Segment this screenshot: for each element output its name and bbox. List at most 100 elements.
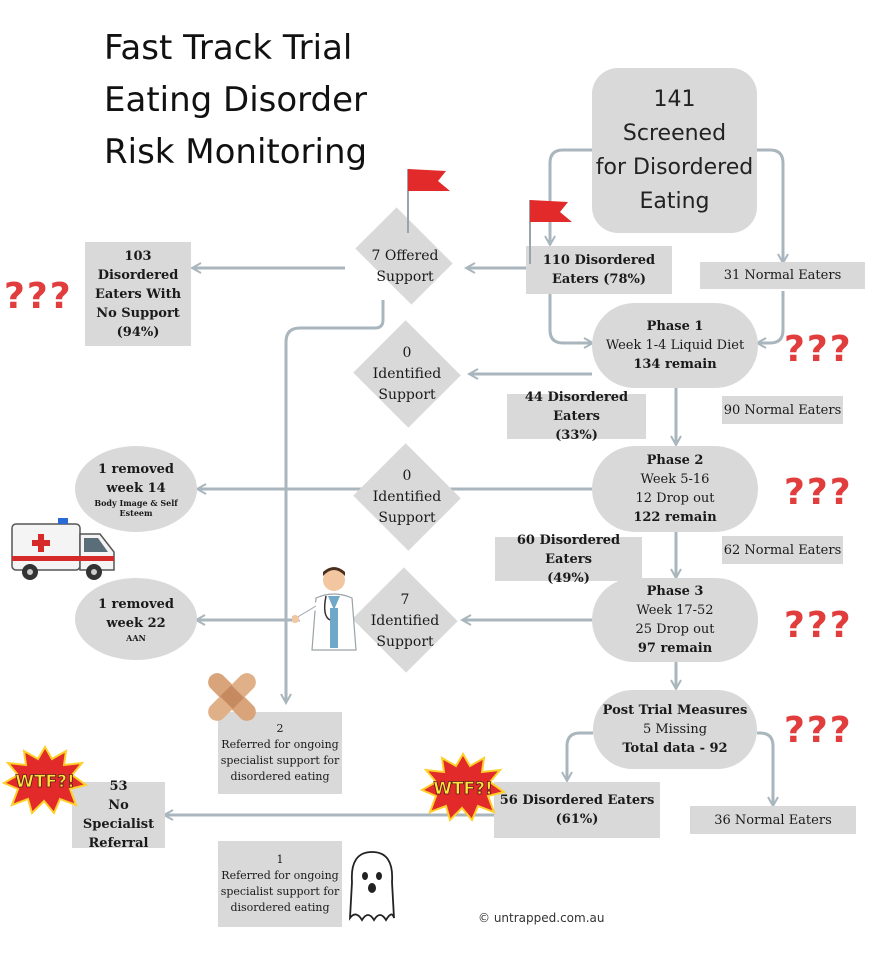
no-support-line-2: Disordered <box>97 267 179 283</box>
phase-3-box: Phase 3 Week 17-52 25 Drop out 97 remain <box>592 578 758 662</box>
copyright-icon: © <box>478 911 490 925</box>
question-marks-icon: ??? <box>784 710 851 751</box>
question-marks-icon: ??? <box>784 605 851 646</box>
phase-2-box: Phase 2 Week 5-16 12 Drop out 122 remain <box>592 446 758 532</box>
question-marks-text: ??? <box>784 472 853 513</box>
identified-3-line-3: Support <box>376 633 434 650</box>
phase-2-dropout: 12 Drop out <box>635 491 715 506</box>
screened-line-3: Eating <box>639 188 710 214</box>
phase-1-title: Phase 1 <box>646 319 704 334</box>
arrow-disordered-to-phase1 <box>548 294 592 343</box>
referred-1-line-3: specialist support for <box>220 885 340 898</box>
identified-support-diamond-2: 0 Identified Support <box>346 443 468 551</box>
phase-1-box: Phase 1 Week 1-4 Liquid Diet 134 remain <box>592 303 758 388</box>
removed-14-line-1: 1 removed <box>97 462 175 477</box>
removed-22-line-2: week 22 <box>106 616 166 631</box>
doctor-icon <box>292 567 357 651</box>
offered-support-line-2: Support <box>376 269 434 285</box>
ambulance-icon <box>11 518 115 580</box>
identified-1-line-3: Support <box>378 386 436 403</box>
no-support-line-4: No Support <box>96 305 180 321</box>
phase-1-weeks: Week 1-4 Liquid Diet <box>605 338 745 353</box>
copyright: © untrapped.com.au <box>478 911 604 925</box>
question-marks-icon: ??? <box>784 472 853 513</box>
referred-1-line-4: disordered eating <box>230 901 330 914</box>
identified-1-count: 0 <box>402 344 412 361</box>
identified-3-count: 7 <box>400 591 410 608</box>
disordered-56-box: 56 Disordered Eaters (61%) <box>494 782 660 838</box>
removed-week-14-box: 1 removed week 14 Body Image & Self Este… <box>75 446 197 532</box>
offered-support-diamond: 7 Offered Support <box>343 207 467 307</box>
disordered-60-box: 60 Disordered Eaters (49%) <box>495 533 642 586</box>
arrow-post-to-disordered56 <box>567 731 593 780</box>
arrow-offered-to-referred <box>286 300 385 702</box>
question-marks-icon: ??? <box>4 276 73 317</box>
wtf-text: WTF?! <box>433 779 493 799</box>
disordered-110-line-1: 110 Disordered <box>542 253 656 268</box>
normal-62-box: 62 Normal Eaters <box>722 536 843 564</box>
referred-1-box: 1 Referred for ongoing specialist suppor… <box>218 841 342 927</box>
identified-3-line-2: Identified <box>370 612 440 629</box>
arrow-screened-to-disordered <box>550 148 592 244</box>
referred-2-line-3: specialist support for <box>220 754 340 767</box>
identified-2-count: 0 <box>402 467 412 484</box>
referred-2-line-2: Referred for ongoing <box>221 738 339 751</box>
normal-31-label: 31 Normal Eaters <box>723 268 842 283</box>
disordered-60-line-2: (49%) <box>547 570 590 586</box>
arrow-normal-to-phase1 <box>758 291 785 343</box>
removed-22-line-1: 1 removed <box>97 597 175 612</box>
no-referral-line-3: Referral <box>88 836 149 851</box>
offered-support-line-1: 7 Offered <box>371 248 439 264</box>
disordered-44-line-2: (33%) <box>555 428 598 443</box>
identified-support-diamond-3: 7 Identified Support <box>346 567 464 673</box>
post-trial-box: Post Trial Measures 5 Missing Total data… <box>593 690 757 769</box>
phase-3-remain: 97 remain <box>637 641 713 656</box>
identified-support-diamond-1: 0 Identified Support <box>346 320 468 428</box>
removed-week-22-box: 1 removed week 22 AAN <box>75 578 197 660</box>
no-support-count: 103 <box>124 248 152 264</box>
phase-2-weeks: Week 5-16 <box>640 472 710 487</box>
normal-31-box: 31 Normal Eaters <box>700 262 865 289</box>
wtf-burst-icon: WTF?! <box>420 752 506 822</box>
wtf-text: WTF?! <box>15 772 75 792</box>
referred-1-line-2: Referred for ongoing <box>221 869 339 882</box>
identified-2-line-3: Support <box>378 509 436 526</box>
disordered-110-line-2: Eaters (78%) <box>551 272 647 287</box>
disordered-56-line-1: 56 Disordered Eaters <box>499 793 655 808</box>
arrow-screened-to-normal <box>757 148 783 262</box>
arrow-post-to-normal36 <box>757 731 773 805</box>
disordered-44-box: 44 Disordered Eaters (33%) <box>507 390 646 443</box>
removed-14-reason-1: Body Image & Self <box>94 498 178 508</box>
identified-2-line-2: Identified <box>372 488 442 505</box>
referred-2-line-4: disordered eating <box>230 770 330 783</box>
no-support-box: 103 Disordered Eaters With No Support (9… <box>85 242 191 346</box>
removed-14-line-2: week 14 <box>106 481 166 496</box>
post-trial-title: Post Trial Measures <box>602 703 748 718</box>
no-referral-count: 53 <box>109 779 128 794</box>
question-marks-icon: ??? <box>784 329 851 370</box>
phase-1-remain: 134 remain <box>633 357 717 372</box>
no-support-percent: (94%) <box>116 324 160 340</box>
disordered-56-line-2: (61%) <box>555 812 599 827</box>
disordered-110-box: 110 Disordered Eaters (78%) <box>526 246 672 294</box>
phase-3-weeks: Week 17-52 <box>636 603 714 618</box>
red-flag-icon <box>529 200 572 264</box>
no-referral-line-2: No Specialist <box>82 798 155 832</box>
screened-count: 141 <box>653 86 696 112</box>
phase-3-dropout: 25 Drop out <box>635 622 715 637</box>
phase-2-remain: 122 remain <box>633 510 717 525</box>
identified-1-line-2: Identified <box>372 365 442 382</box>
normal-62-label: 62 Normal Eaters <box>723 542 842 558</box>
normal-90-label: 90 Normal Eaters <box>723 402 842 418</box>
referred-2-count: 2 <box>276 722 284 735</box>
diagram-title: Fast Track Trial Eating Disorder Risk Mo… <box>104 22 404 178</box>
normal-90-box: 90 Normal Eaters <box>722 396 843 424</box>
copyright-text[interactable]: untrapped.com.au <box>493 911 605 925</box>
question-marks-text: ??? <box>4 276 73 317</box>
title-line-1: Fast Track Trial <box>104 28 353 68</box>
no-support-line-3: Eaters With <box>94 286 182 302</box>
referred-1-count: 1 <box>276 853 284 866</box>
screened-line-1: Screened <box>622 120 727 146</box>
no-referral-box: 53 No Specialist Referral <box>72 779 165 851</box>
